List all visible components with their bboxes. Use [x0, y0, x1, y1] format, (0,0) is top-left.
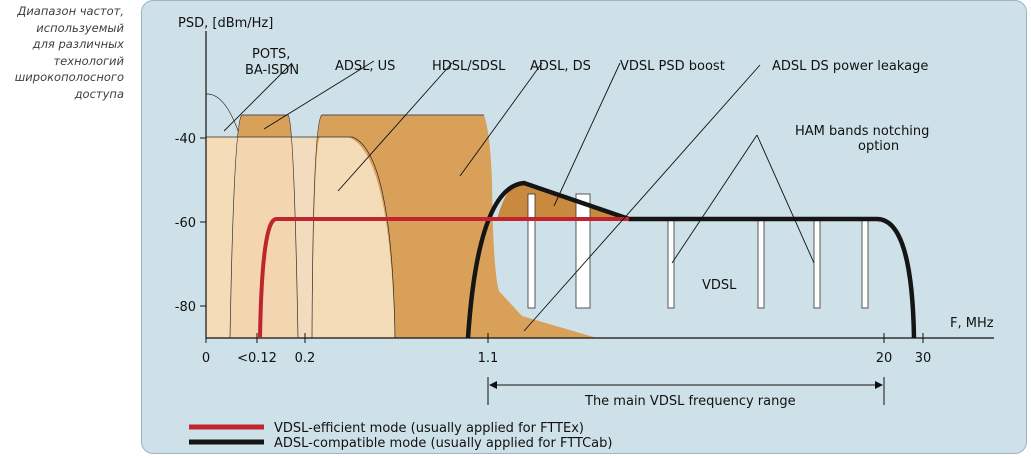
label-hdsl-sdsl: HDSL/SDSL — [432, 59, 506, 74]
ham-notch — [757, 218, 765, 309]
y-axis-label: PSD, [dBm/Hz] — [178, 16, 273, 31]
ham-notch — [527, 193, 536, 309]
label-pots: POTS, — [252, 47, 290, 62]
x-tick-label: 0.2 — [295, 351, 316, 366]
y-tick-label: -60 — [175, 216, 196, 231]
caption-line: используемый — [36, 20, 124, 35]
caption-line: Диапазон частот, — [17, 4, 124, 18]
caption-line: доступа — [74, 86, 124, 101]
range-label: The main VDSL frequency range — [584, 394, 796, 409]
label-ham-option: option — [858, 139, 899, 154]
x-tick-label: 30 — [915, 351, 932, 366]
caption-line: для различных — [32, 37, 124, 51]
label-adsl-ds-leakage: ADSL DS power leakage — [772, 59, 928, 74]
pointer-lines — [223, 60, 815, 332]
y-tick-label: -80 — [175, 300, 196, 315]
psd-chart: -40 -60 -80 0 <0.12 0.2 1.1 20 30 PSD, [dBm/Hz]… — [175, 16, 994, 451]
label-adsl-ds: ADSL, DS — [530, 59, 591, 74]
legend-label-efficient: VDSL-efficient mode (usually applied for… — [274, 421, 584, 436]
chart-panel: -40 -60 -80 0 <0.12 0.2 1.1 20 30 PSD, [dBm/Hz]… — [141, 0, 1027, 454]
vdsl-compatible-curve — [465, 180, 917, 339]
ham-notch — [575, 193, 591, 309]
vdsl-efficient-curve — [258, 217, 629, 339]
x-tick-label: 0 — [202, 351, 210, 366]
x-tick-label: 20 — [876, 351, 893, 366]
caption-line: широкополосного — [14, 70, 124, 84]
x-axis-label: F, MHz — [950, 316, 994, 331]
x-tick-label: <0.12 — [237, 351, 277, 366]
label-vdsl-psd-boost: VDSL PSD boost — [620, 59, 725, 74]
label-adsl-us: ADSL, US — [335, 59, 395, 74]
hdsl-overlay — [312, 137, 395, 338]
figure-caption: Диапазон частот, используемый для различны… — [0, 3, 124, 102]
y-ticks: -40 -60 -80 — [175, 132, 206, 315]
ham-notches — [527, 193, 869, 309]
label-ba-isdn: BA-ISDN — [245, 63, 299, 78]
legend-label-compatible: ADSL-compatible mode (usually applied fo… — [274, 436, 612, 451]
label-vdsl: VDSL — [702, 278, 737, 293]
x-tick-label: 1.1 — [478, 351, 499, 366]
caption-line: технологий — [53, 53, 124, 68]
y-tick-label: -40 — [175, 132, 196, 147]
x-ticks: 0 <0.12 0.2 1.1 20 30 — [202, 333, 931, 366]
ham-notch — [861, 218, 869, 309]
ham-notch — [813, 218, 821, 309]
ham-notch — [667, 218, 675, 309]
label-ham-notching: HAM bands notching — [795, 124, 929, 139]
